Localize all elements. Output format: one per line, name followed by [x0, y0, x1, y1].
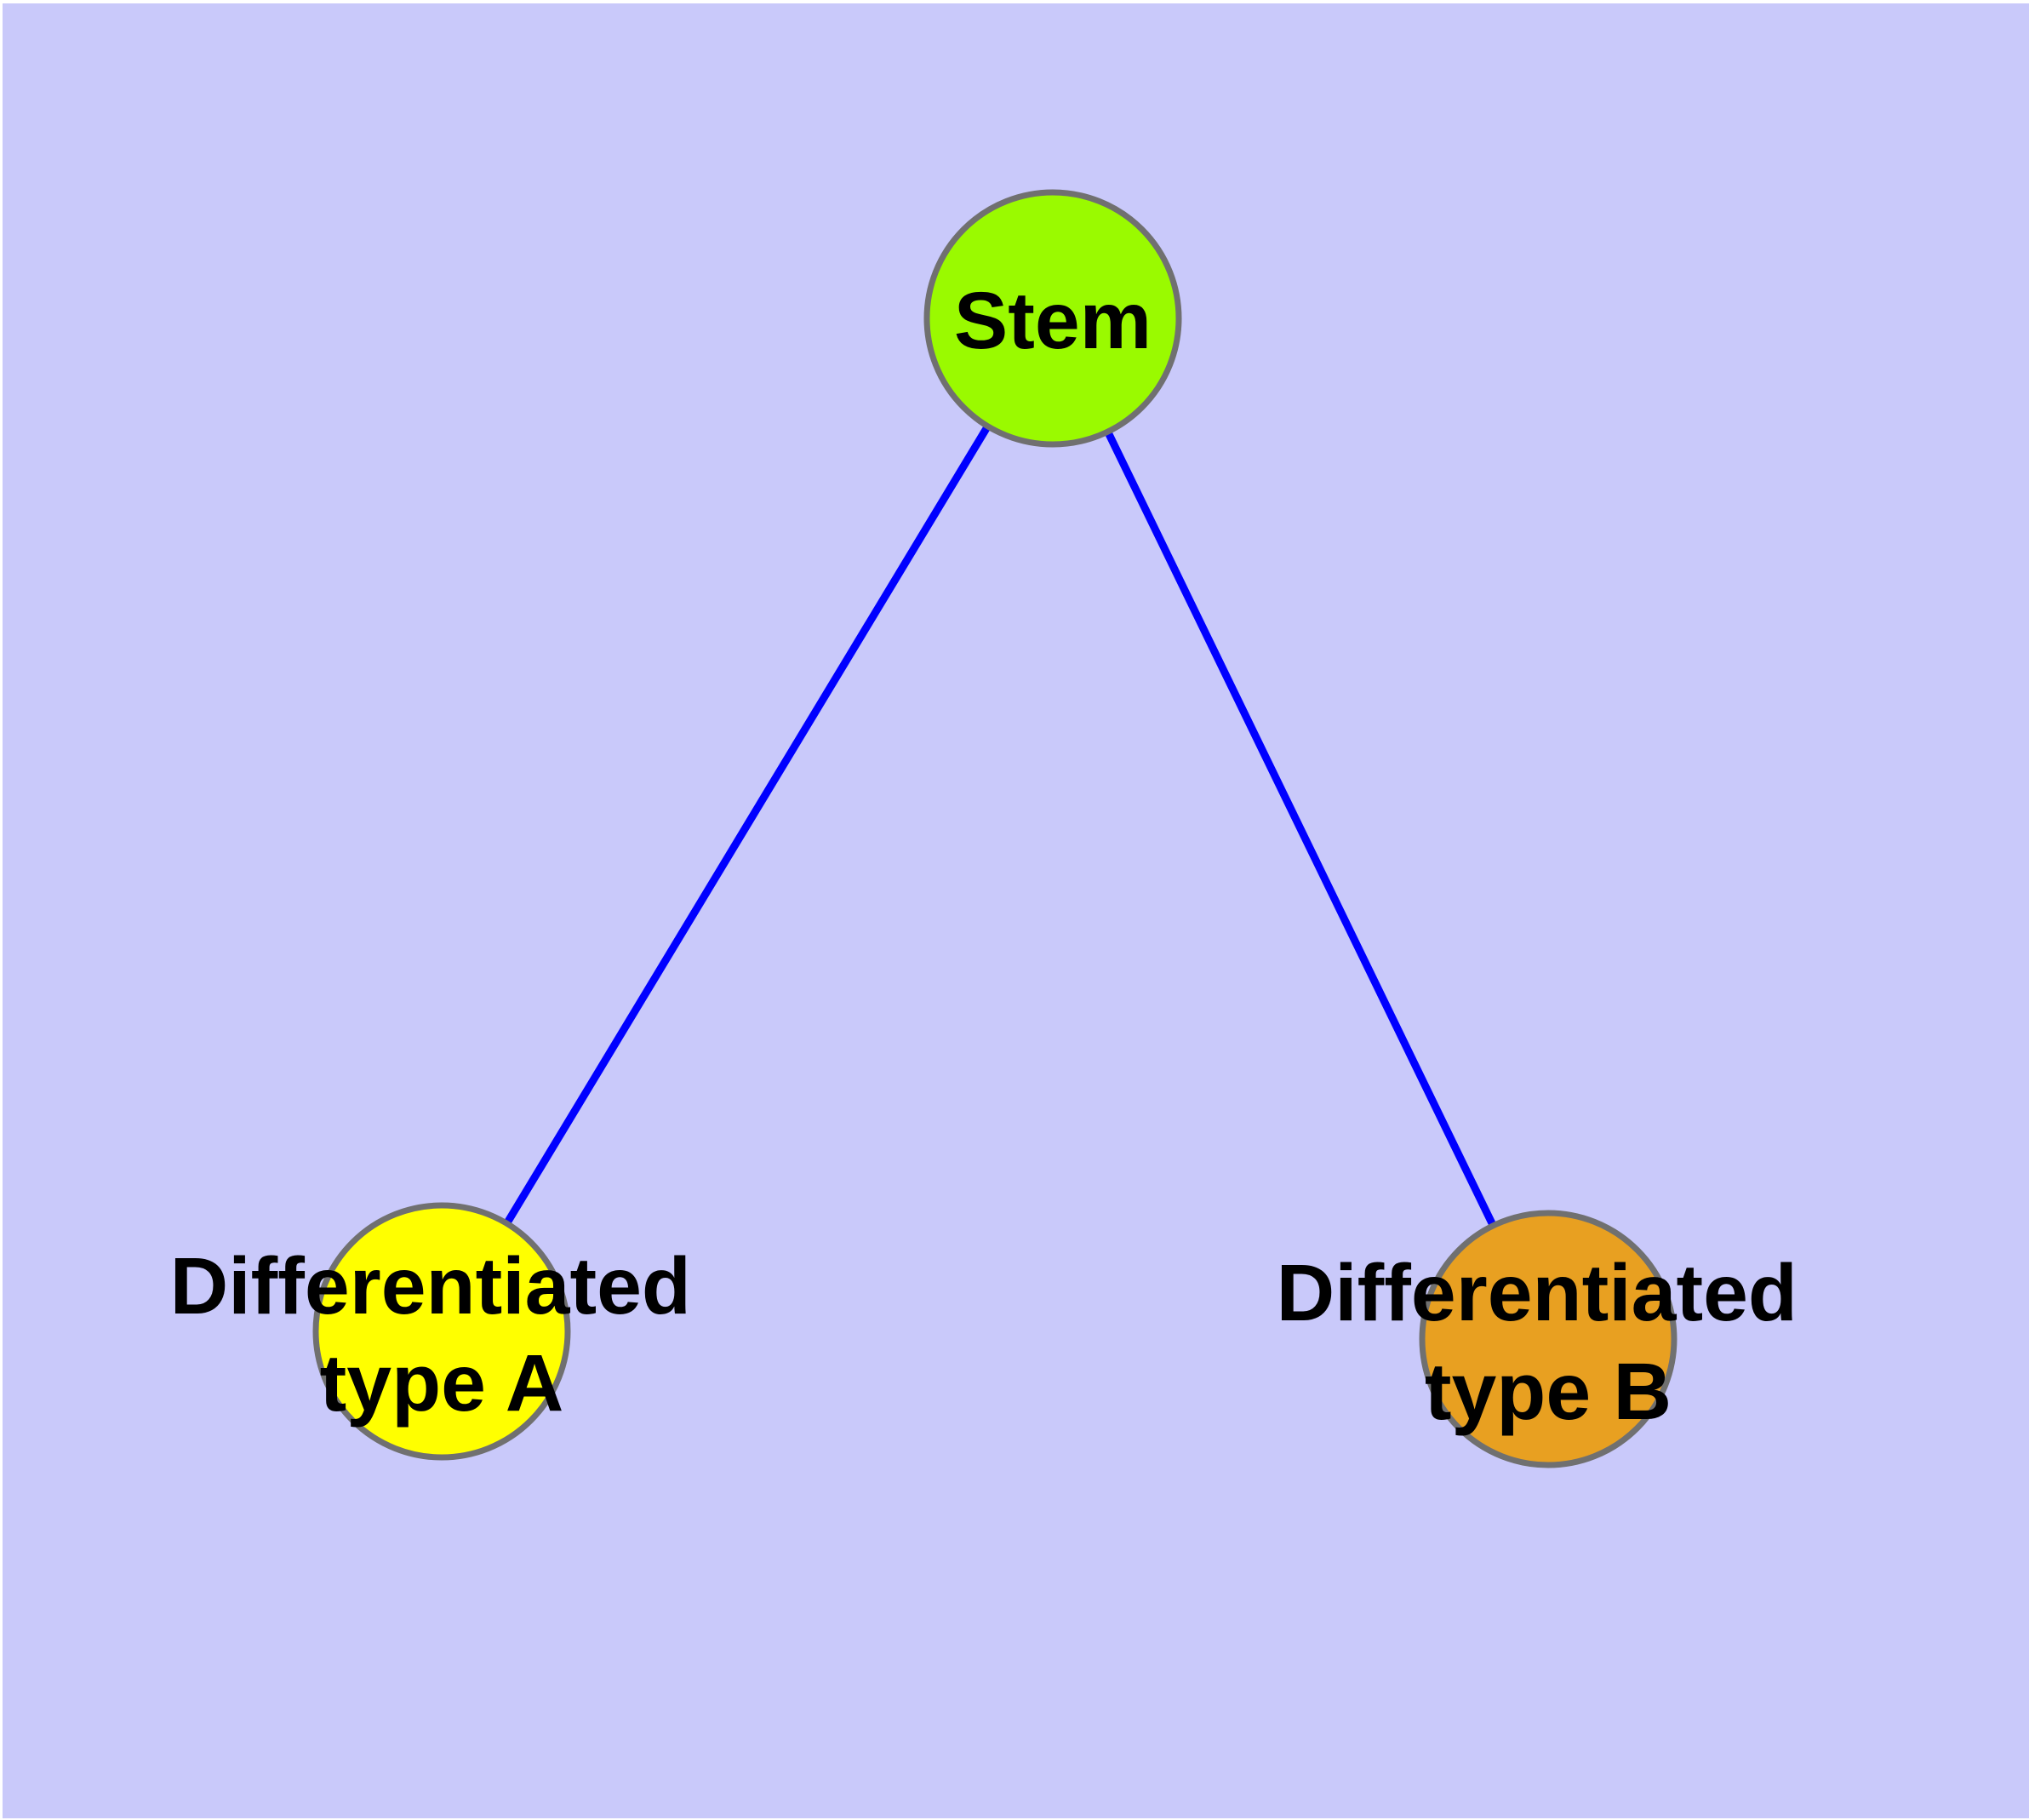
node-differentiated-type-a: Differentiated type A [170, 1202, 714, 1461]
node-type-b-circle [1419, 1210, 1677, 1468]
node-type-b-label: Differentiated type B [1277, 1248, 1820, 1437]
node-stem-circle [923, 189, 1182, 448]
node-type-a-label-line2: type A [320, 1338, 564, 1428]
node-type-a-circle [312, 1202, 571, 1461]
node-type-b-label-line1: Differentiated [1277, 1248, 1798, 1338]
edge-stem-to-type-b [1049, 317, 1552, 1341]
node-stem: Stem [923, 189, 1182, 448]
node-stem-label: Stem [954, 276, 1152, 366]
node-type-b-label-line2: type B [1425, 1347, 1672, 1437]
node-type-a-label: Differentiated type A [170, 1241, 714, 1428]
node-differentiated-type-b: Differentiated type B [1277, 1210, 1820, 1468]
edge-stem-to-type-a [438, 316, 1056, 1334]
node-type-a-label-line1: Differentiated [170, 1241, 691, 1331]
